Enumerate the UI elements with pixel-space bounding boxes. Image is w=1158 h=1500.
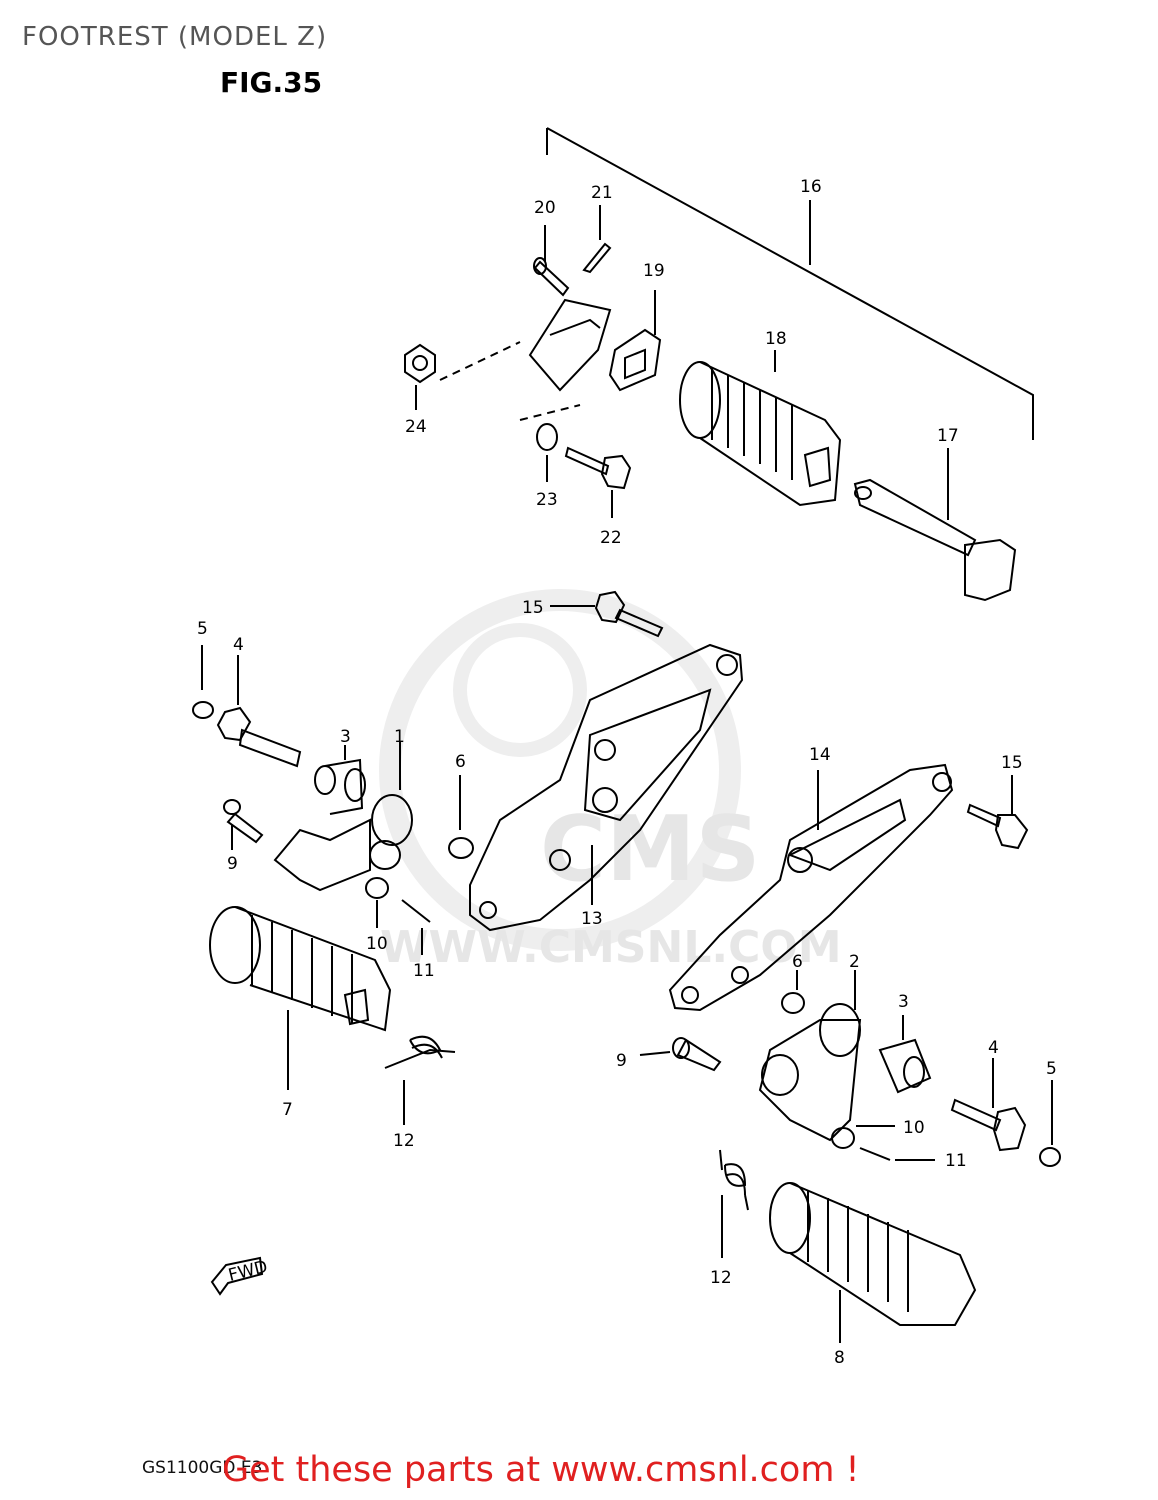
bolt-4-right [950,1058,1027,1152]
washer-6-left [448,775,474,859]
bracket-14 [668,763,954,1012]
callout-4-right: 4 [988,1038,999,1058]
callout-16: 16 [800,177,822,197]
callout-19: 19 [643,261,665,281]
callout-12-right: 12 [710,1268,732,1288]
callout-23: 23 [536,490,558,510]
arm-1-left [273,742,413,892]
cap-5-left [192,645,214,719]
pin-20 [533,225,570,297]
washer-23 [536,423,558,482]
assembly-bracket-line [546,127,1034,440]
bolt-15-right [966,775,1029,850]
callout-11-left: 11 [413,961,435,981]
callout-3-left: 3 [340,727,351,747]
watermark: CMS WWW.CMSNL.COM [379,589,842,973]
cotter-pin-11-right [859,1147,935,1161]
callout-13: 13 [581,909,603,929]
callout-3-right: 3 [898,992,909,1012]
footrest-rubber-18 [679,350,842,507]
callout-15-right: 15 [1001,753,1023,773]
holder-19 [528,290,662,392]
cap-5-right [1039,1080,1061,1167]
callout-10-left: 10 [366,934,388,954]
figure-number: FIG.35 [220,66,323,99]
callout-20: 20 [534,198,556,218]
page-title: FOOTREST (MODEL Z) [22,22,328,52]
watermark-url: WWW.CMSNL.COM [380,922,842,973]
model-code: GS1100GD E3 [142,1458,263,1478]
callout-18: 18 [765,329,787,349]
footrest-rubber-8 [769,1182,977,1343]
bolt-22 [564,446,632,518]
callout-17: 17 [937,426,959,446]
callout-10-right: 10 [903,1118,925,1138]
cotter-pin-21 [582,205,612,274]
callout-12-left: 12 [393,1131,415,1151]
callout-6-left: 6 [455,752,466,772]
pin-9-left [223,799,264,850]
callout-7: 7 [282,1100,293,1120]
callout-22: 22 [600,528,622,548]
watermark-logo: CMS [540,797,760,902]
callout-labels: 16 21 20 19 18 24 17 23 22 15 5 4 3 1 6 … [197,177,1057,1368]
collar-3-right [878,1015,932,1094]
callout-24: 24 [405,417,427,437]
callout-9-right: 9 [616,1051,627,1071]
collar-3-left [314,745,366,815]
bolt-4-left [216,655,302,768]
nut-24 [404,343,436,410]
bracket-13 [469,643,744,932]
footrest-rubber-7 [209,906,392,1090]
washer-6-right [781,970,805,1014]
spring-12-right [719,1149,749,1258]
callout-2: 2 [849,952,860,972]
callout-15-upper: 15 [522,598,544,618]
bolt-15-upper [550,590,664,638]
washer-10-left [365,877,389,928]
callout-4-left: 4 [233,635,244,655]
washer-10-right [831,1125,895,1149]
arm-2-right [758,970,862,1142]
callout-5-left: 5 [197,619,208,639]
callout-11-right: 11 [945,1151,967,1171]
callout-8: 8 [834,1348,845,1368]
call-to-action-link[interactable]: Get these parts at www.cmsnl.com ! [222,1450,860,1490]
spring-12-left [384,1035,456,1125]
fwd-label: FWD [226,1257,269,1286]
cotter-pin-11-left [401,899,431,955]
callout-9-left: 9 [227,854,238,874]
callout-1: 1 [394,727,405,747]
fwd-arrow [210,1256,264,1296]
footrest-shaft-17 [853,448,1017,602]
dashed-connector [519,404,581,421]
callout-6-right: 6 [792,952,803,972]
callout-5-right: 5 [1046,1059,1057,1079]
callout-21: 21 [591,183,613,203]
callout-14: 14 [809,745,831,765]
dashed-connector [439,341,521,381]
pin-9-right [639,1037,722,1072]
